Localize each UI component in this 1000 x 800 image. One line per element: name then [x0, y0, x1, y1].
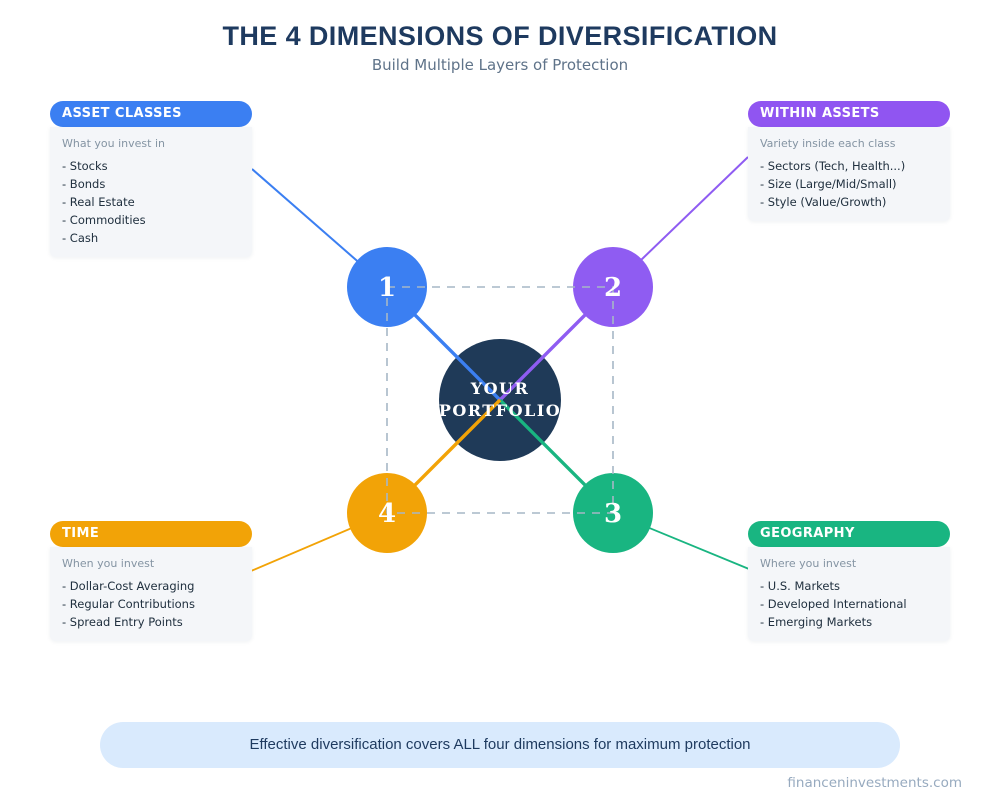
card-item: - Commodities: [62, 213, 146, 227]
dimension-card-within-assets: WITHIN ASSETS Variety inside each class …: [748, 101, 950, 221]
card-item: - U.S. Markets: [760, 579, 841, 593]
card-item: - Developed International: [760, 597, 907, 611]
dimension-card-geography: GEOGRAPHY Where you invest - U.S. Market…: [748, 521, 950, 641]
circle-number-4: 4: [378, 499, 396, 529]
card-subtitle: Where you invest: [760, 557, 857, 570]
card-item: - Dollar-Cost Averaging: [62, 579, 195, 593]
card-item: - Real Estate: [62, 195, 135, 209]
card-item: - Regular Contributions: [62, 597, 195, 611]
card-item: - Stocks: [62, 159, 108, 173]
card-item: - Sectors (Tech, Health...): [760, 159, 906, 173]
card-header-asset-classes: ASSET CLASSES: [50, 101, 252, 127]
page-title: THE 4 DIMENSIONS OF DIVERSIFICATION: [222, 21, 778, 51]
card-body-asset-classes: What you invest in - Stocks - Bonds - Re…: [50, 127, 252, 257]
card-body-time: When you invest - Dollar-Cost Averaging …: [50, 547, 252, 641]
dimension-card-asset-classes: ASSET CLASSES What you invest in - Stock…: [50, 101, 252, 257]
card-item: - Size (Large/Mid/Small): [760, 177, 897, 191]
card-subtitle: Variety inside each class: [760, 137, 896, 150]
portfolio-label-line2: PORTFOLIO: [439, 401, 561, 420]
card-subtitle: What you invest in: [62, 137, 165, 150]
card-subtitle: When you invest: [62, 557, 155, 570]
card-item: - Style (Value/Growth): [760, 195, 887, 209]
card-header-time: TIME: [50, 521, 252, 547]
summary-banner: Effective diversification covers ALL fou…: [100, 722, 900, 768]
card-item: - Emerging Markets: [760, 615, 873, 629]
circle-number-3: 3: [604, 499, 622, 529]
card-body-within-assets: Variety inside each class - Sectors (Tec…: [748, 127, 950, 221]
page-subtitle: Build Multiple Layers of Protection: [371, 56, 629, 74]
website-footer: financeninvestments.com: [787, 775, 962, 791]
circle-number-2: 2: [604, 273, 622, 303]
circle-number-1: 1: [378, 273, 396, 303]
portfolio-label-line1: YOUR: [470, 379, 530, 398]
dashed-frame: [386, 286, 614, 514]
dimension-card-time: TIME When you invest - Dollar-Cost Avera…: [50, 521, 252, 641]
card-header-geography: GEOGRAPHY: [748, 521, 950, 547]
card-item: - Spread Entry Points: [62, 615, 183, 629]
card-body-geography: Where you invest - U.S. Markets - Develo…: [748, 547, 950, 641]
card-item: - Bonds: [62, 177, 106, 191]
card-item: - Cash: [62, 231, 99, 245]
card-header-within-assets: WITHIN ASSETS: [748, 101, 950, 127]
